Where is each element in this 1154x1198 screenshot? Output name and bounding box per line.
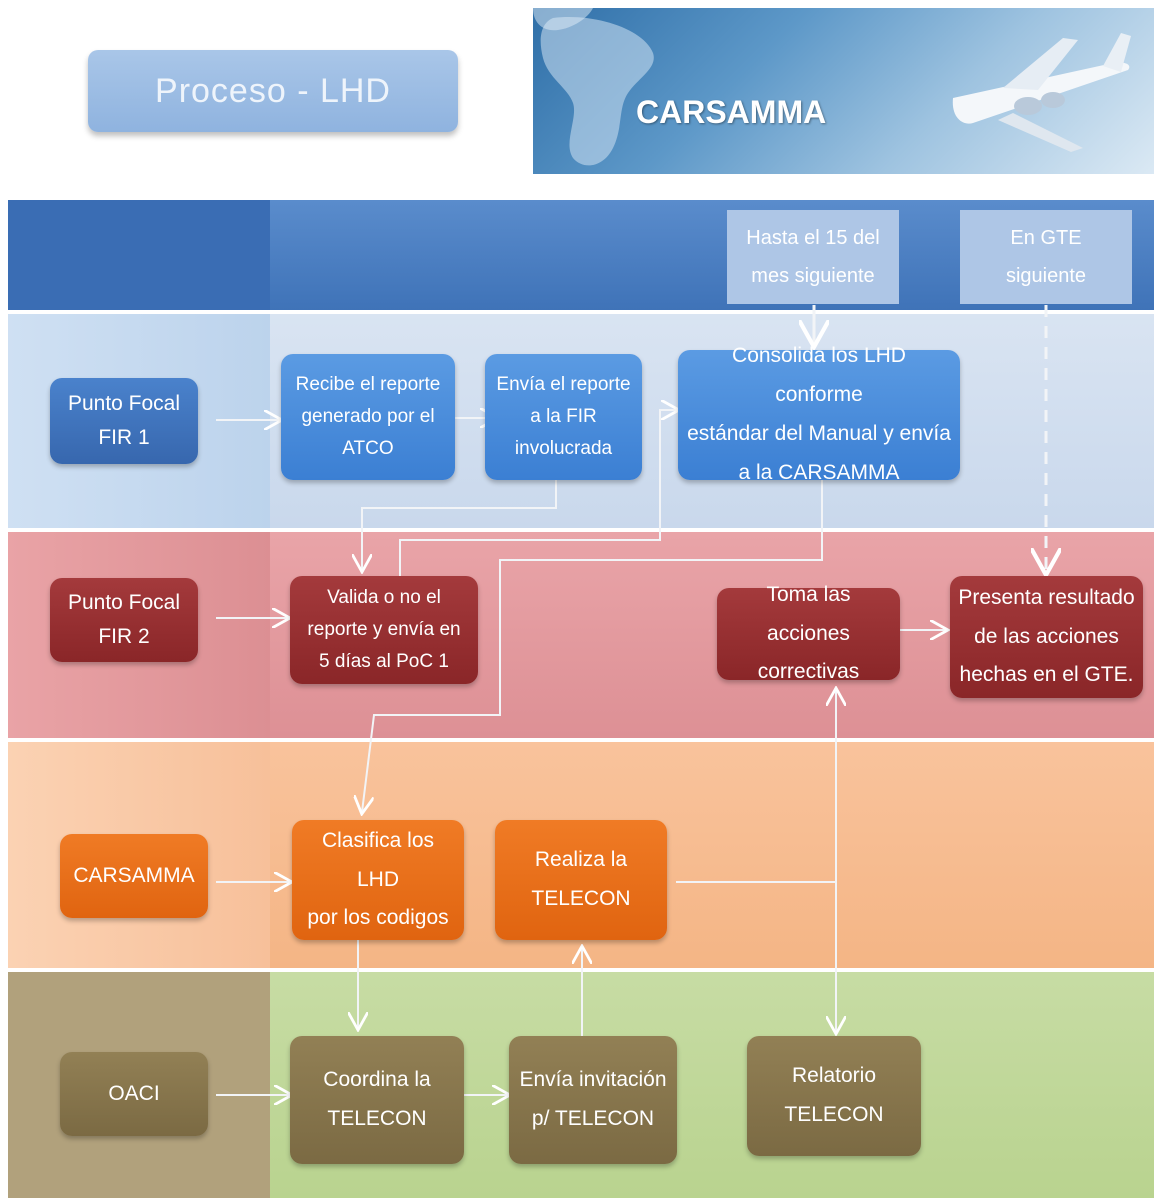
step-valida-reporte: Valida o no el reporte y envía en 5 días…: [290, 576, 478, 684]
airplane-icon: [952, 33, 1131, 152]
step-relatorio-telecon: Relatorio TELECON: [747, 1036, 921, 1156]
step-envia-reporte-fir: Envía el reporte a la FIR involucrada: [485, 354, 642, 480]
diagram-title: Proceso - LHD: [88, 50, 458, 132]
step-coordina-telecon: Coordina la TELECON: [290, 1036, 464, 1164]
step-clasifica-lhd: Clasifica los LHD por los codigos: [292, 820, 464, 940]
continent-shape-north: [533, 8, 593, 31]
next-gte-note: En GTE siguiente: [960, 210, 1132, 304]
step-presenta-resultado: Presenta resultado de las acciones hecha…: [950, 576, 1143, 698]
deadline-note: Hasta el 15 del mes siguiente: [727, 210, 899, 304]
arrow-envia-to-valida: [362, 480, 557, 570]
lane-label-fir2: Punto Focal FIR 2: [50, 578, 198, 662]
lane-label-fir1: Punto Focal FIR 1: [50, 378, 198, 464]
arrow-valida-to-consolida: [399, 410, 677, 578]
step-consolida-lhd: Consolida los LHD conforme estándar del …: [678, 344, 960, 484]
banner-title: CARSAMMA: [636, 94, 827, 130]
banner-artwork: [533, 8, 1131, 166]
arrow-consolida-to-clasifica: [362, 478, 823, 812]
step-realiza-telecon: Realiza la TELECON: [495, 820, 667, 940]
lane-label-carsamma: CARSAMMA: [60, 834, 208, 918]
arrow-realiza-to-relatorio: [676, 881, 836, 1032]
step-toma-acciones: Toma las acciones correctivas: [717, 583, 900, 683]
lane-header-corner: [8, 200, 270, 310]
lane-label-oaci: OACI: [60, 1052, 208, 1136]
continent-shape: [540, 17, 654, 166]
carsamma-banner: CARSAMMA: [533, 8, 1154, 174]
step-envia-invitacion: Envía invitación p/ TELECON: [509, 1036, 677, 1164]
connector-lines: [216, 305, 1046, 1095]
step-recibe-reporte: Recibe el reporte generado por el ATCO: [281, 354, 455, 480]
